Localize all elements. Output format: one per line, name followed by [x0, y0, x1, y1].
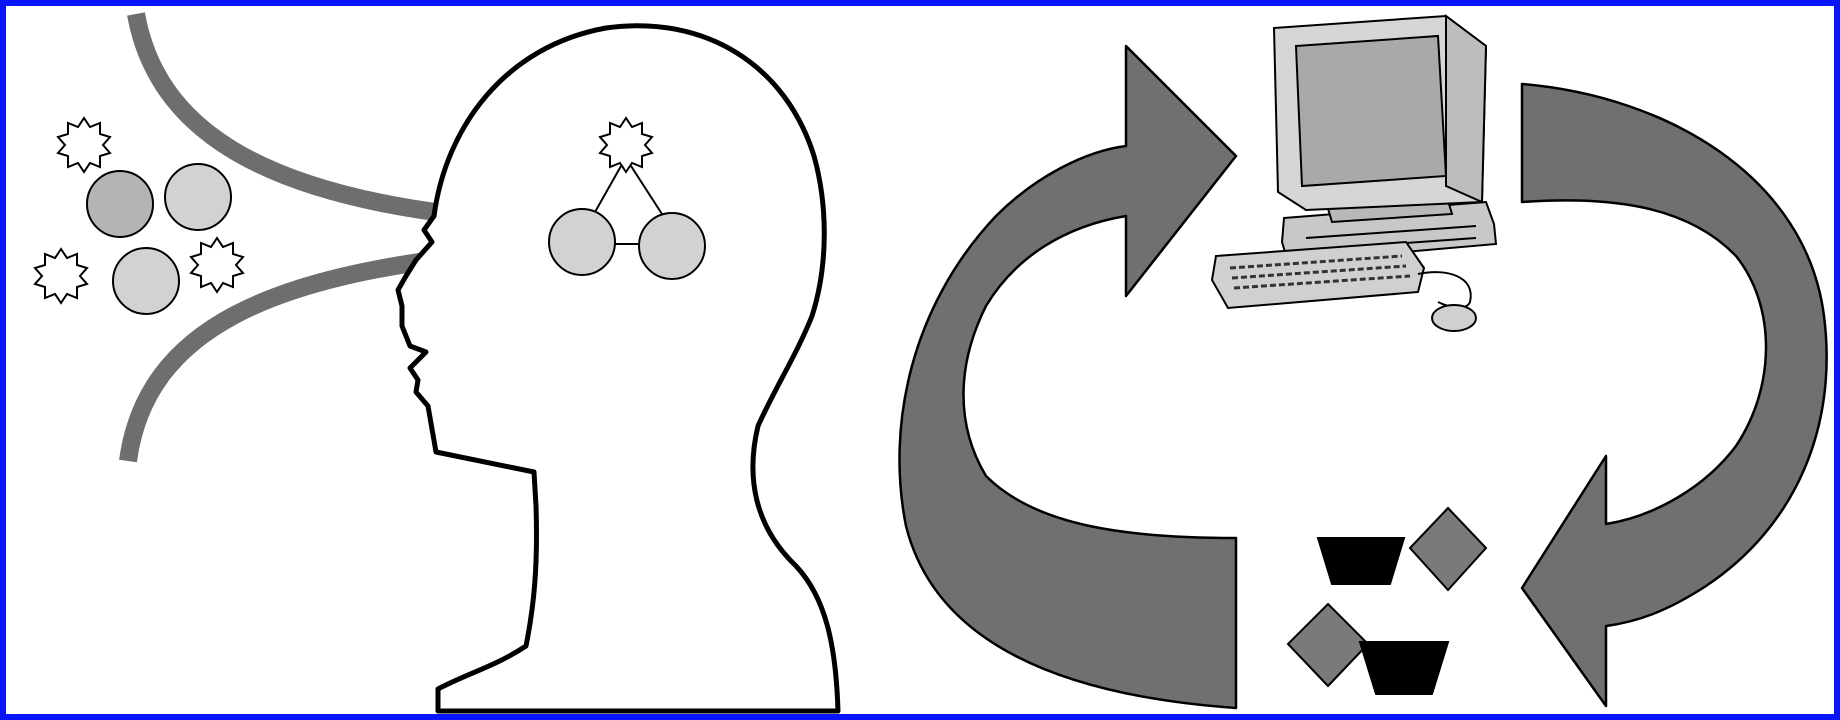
funnel-lower-band — [119, 245, 483, 463]
starburst-icon — [56, 116, 112, 174]
cycle-arrow-right — [1520, 82, 1828, 708]
input-funnel-icon — [119, 12, 487, 463]
monitor-side — [1445, 14, 1488, 204]
keyboard — [1210, 240, 1426, 310]
drive-slot — [1305, 225, 1477, 239]
trapezoid-token — [1316, 537, 1406, 585]
circle-node — [164, 163, 232, 231]
mouse-cable — [1417, 271, 1472, 309]
human-head-profile-icon — [395, 23, 841, 714]
perception-panel — [33, 12, 841, 714]
starburst-icon — [33, 247, 89, 305]
cycle-panel — [898, 14, 1828, 710]
starburst-icon — [189, 236, 245, 294]
keyboard-keys — [1229, 254, 1411, 290]
desktop-computer-icon — [1210, 14, 1498, 332]
circle-node — [638, 212, 706, 280]
circle-node — [112, 247, 180, 315]
mouse — [1431, 304, 1477, 332]
circle-node — [548, 208, 616, 276]
trapezoid-token — [1358, 641, 1450, 695]
shape-tokens-icon — [1286, 506, 1488, 695]
diamond-token — [1408, 506, 1488, 592]
mental-model — [548, 116, 706, 280]
floating-stimuli — [33, 116, 245, 315]
monitor-screen — [1294, 34, 1448, 188]
diagram-canvas — [33, 12, 1828, 714]
funnel-upper-band — [127, 12, 487, 227]
circle-node — [86, 170, 154, 238]
starburst-icon — [598, 116, 654, 174]
diamond-token — [1286, 602, 1370, 688]
cycle-arrow-left — [898, 44, 1238, 710]
